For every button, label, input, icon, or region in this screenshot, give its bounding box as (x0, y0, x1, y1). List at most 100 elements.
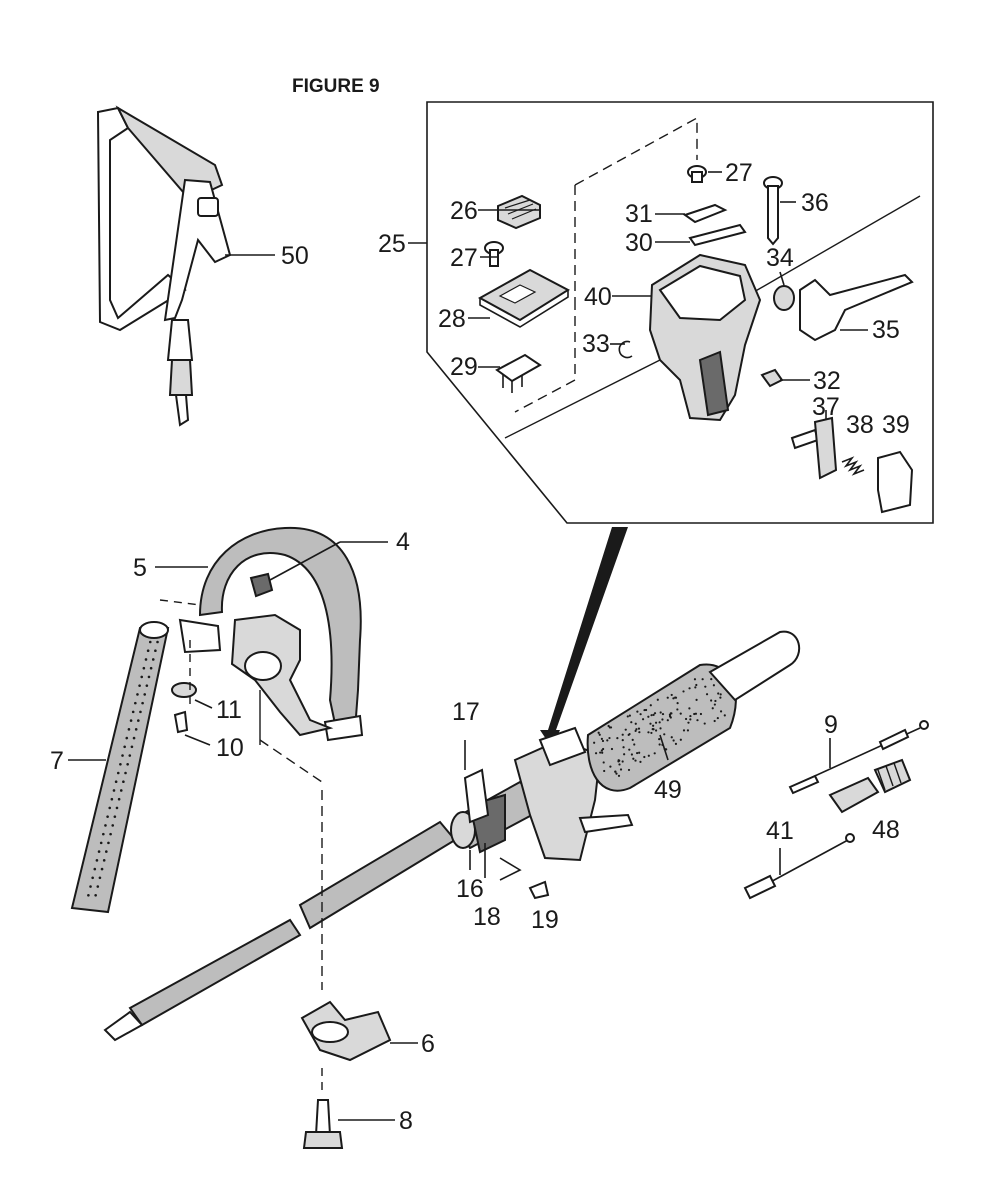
grip-texture-dot (106, 815, 109, 818)
part-36-bolt (763, 176, 783, 246)
screw-19 (528, 880, 550, 900)
grip-texture-dot (653, 752, 656, 755)
grip-texture-dot (124, 771, 127, 775)
grip-texture-dot (634, 722, 637, 725)
part-30-spring (688, 223, 747, 247)
grip-texture-dot (647, 731, 650, 734)
grip-texture-dot (621, 739, 624, 742)
grip-texture-dot (656, 698, 659, 701)
grip-texture-dot (99, 841, 103, 845)
grip-texture-dot (712, 684, 715, 687)
grip-texture-dot (638, 731, 641, 734)
grip-texture-dot (598, 733, 601, 736)
grip-texture-dot (147, 675, 151, 679)
grip-texture-dot (669, 716, 672, 719)
grip-texture-dot (687, 721, 690, 724)
grip-texture-dot (627, 768, 631, 772)
bolt-8 (302, 1099, 344, 1149)
callout-11: 11 (216, 696, 242, 724)
grip-texture-dot (606, 739, 609, 742)
inset-leaders (468, 171, 868, 420)
grip-texture-dot (659, 711, 662, 714)
grip-texture-dot (130, 745, 134, 749)
callout-25: 25 (378, 230, 406, 258)
grip-texture-dot (134, 701, 137, 705)
part-39-cap (877, 450, 914, 514)
grip-texture-dot (674, 742, 678, 745)
grip-texture-dot (710, 678, 713, 681)
grip-texture-dot (112, 789, 116, 792)
grip-texture-dot (672, 697, 675, 700)
callout-7: 7 (50, 747, 64, 775)
grip-texture-dot (716, 716, 719, 720)
leader-4 (269, 541, 341, 581)
grip-texture-dot (122, 780, 125, 784)
grip-texture-dot (647, 715, 650, 718)
callout-4: 4 (396, 528, 410, 556)
grip-texture-dot (121, 754, 124, 757)
grip-texture-dot (719, 710, 723, 713)
callout-38: 38 (846, 411, 874, 439)
grip-texture-dot (622, 746, 625, 749)
callout-39: 39 (882, 411, 910, 439)
grip-texture-dot (96, 885, 100, 888)
part-34-pin (773, 285, 795, 311)
grip-texture-dot (634, 729, 637, 733)
grip-texture-dot (679, 712, 682, 715)
grip-texture-dot (109, 832, 112, 836)
leader-18b (499, 857, 522, 881)
grip-texture-dot (674, 696, 678, 699)
grip-texture-dot (652, 724, 655, 727)
grip-texture-dot (695, 698, 698, 701)
part-37-trigger-pin (790, 416, 838, 480)
grip-texture-dot (652, 713, 655, 716)
grip-texture-dot (624, 728, 627, 731)
callout-40: 40 (584, 283, 612, 311)
grip-texture-dot (143, 693, 147, 696)
grip-texture-dot (115, 806, 119, 810)
grip-texture-dot (636, 751, 639, 755)
grip-texture-dot (689, 714, 692, 718)
grip-texture-dot (98, 876, 102, 880)
callout-50: 50 (281, 242, 309, 270)
part-27-top-screw (687, 165, 707, 183)
grip-texture-dot (688, 687, 691, 690)
grip-texture-dot (119, 789, 123, 792)
grip-texture-dot (93, 867, 97, 871)
grip-texture-dot (713, 703, 716, 706)
part-26-knob (497, 194, 541, 230)
grip-texture-dot (600, 737, 603, 740)
part-40-housing (648, 253, 762, 422)
part-38-spring (841, 456, 865, 476)
callout-33: 33 (582, 330, 610, 358)
grip-texture-dot (129, 719, 133, 722)
figure-title: FIGURE 9 (292, 76, 380, 97)
grip-texture-dot (637, 727, 641, 730)
grip-texture-dot (614, 770, 617, 773)
grip-texture-dot (94, 893, 97, 897)
grip-texture-dot (630, 721, 633, 724)
grip-texture-dot (102, 832, 105, 836)
shoulder-strap (96, 105, 232, 427)
grip-texture-dot (100, 867, 104, 871)
callout-31: 31 (625, 200, 653, 228)
grip-texture-dot (684, 717, 688, 721)
grip-texture-dot (653, 712, 657, 715)
callout-9: 9 (824, 711, 838, 739)
grip-texture-dot (126, 762, 129, 766)
grip-texture-dot (639, 713, 642, 716)
callout-8: 8 (399, 1107, 413, 1135)
grip-texture-dot (643, 755, 646, 759)
part-28-plate (477, 268, 571, 328)
leader-10 (184, 734, 211, 746)
grip-texture-dot (616, 737, 619, 740)
callout-10: 10 (216, 734, 244, 762)
grip-texture-dot (138, 684, 141, 687)
callout-34: 34 (766, 244, 794, 272)
grip-texture-dot (146, 649, 150, 653)
callout-30: 30 (625, 229, 653, 257)
clamp-6 (300, 1000, 392, 1062)
grip-texture-dot (607, 724, 610, 728)
grip-texture-dot (145, 684, 149, 687)
